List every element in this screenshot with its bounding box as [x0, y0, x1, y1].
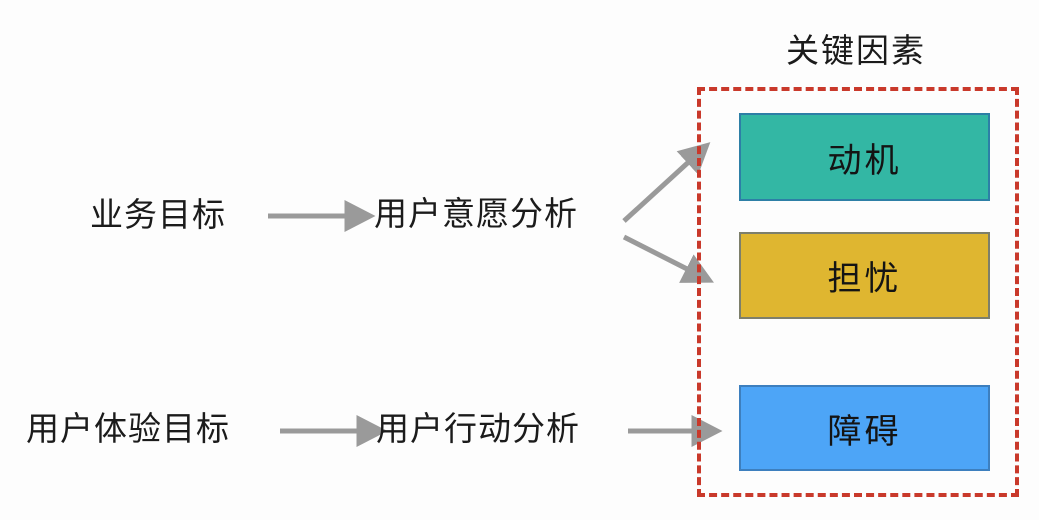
node-ux-goal: 用户体验目标 — [26, 410, 230, 447]
node-business-goal: 业务目标 — [90, 196, 226, 233]
factor-box-motivation[interactable]: 动机 — [739, 113, 990, 201]
factor-box-obstacle[interactable]: 障碍 — [739, 385, 990, 471]
factor-box-worry[interactable]: 担忧 — [739, 232, 990, 319]
key-factors-title: 关键因素 — [786, 32, 926, 69]
node-intent-analysis: 用户意愿分析 — [374, 195, 578, 232]
node-action-analysis: 用户行动分析 — [376, 410, 580, 447]
key-factors-group-region — [697, 87, 1019, 497]
arrow-intent-to-worry — [622, 234, 714, 283]
arrow-intent-to-motivation — [622, 142, 711, 223]
